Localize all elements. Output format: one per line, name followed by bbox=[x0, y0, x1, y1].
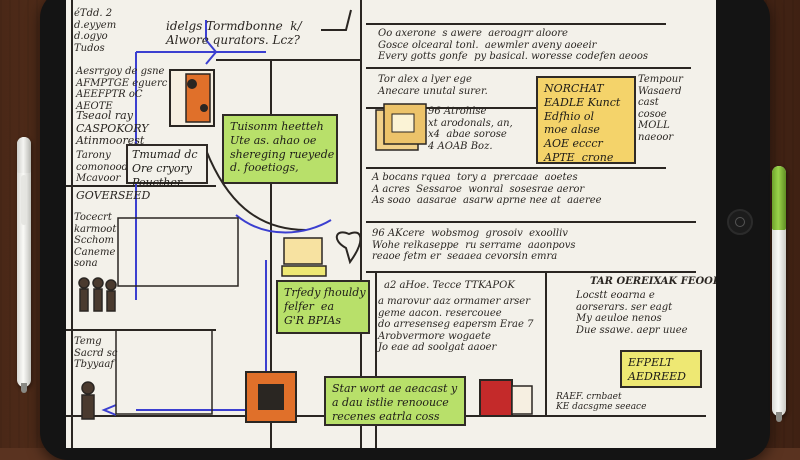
center-green-sticky-note-2: Trfedy fhouldy felfer ea G'R BPIAs bbox=[276, 280, 370, 334]
mid-right-notes-4: 96 AKcere wobsmog grosoiv exoolliv Wohe … bbox=[372, 228, 576, 262]
pen-tip bbox=[21, 383, 27, 393]
pen-cap bbox=[17, 137, 31, 173]
center-right-title: a2 aHoe. Tecce TTKAPOK bbox=[384, 280, 515, 291]
center-green-sticky-note: Tuisonm heetteh Ute as. ahao oe sheregin… bbox=[222, 114, 338, 184]
top-center-title: idelgs Tormdbonne k/ Alwore qurators. Lc… bbox=[166, 19, 302, 47]
bottom-green-sticky-note: Star wort ae aeacast y a dau istlie reno… bbox=[324, 376, 466, 426]
people-sketch bbox=[78, 277, 117, 420]
green-capped-pen bbox=[772, 166, 786, 422]
left-boxed-note: Tmumad dc Ore cryory Poucther bbox=[126, 144, 208, 189]
bottom-right-notes: RAEF. crnbaet KE dacsgme seeace bbox=[556, 392, 647, 413]
folders-sketch bbox=[375, 103, 427, 151]
right-block-title: TAR OEREIXAK FEOOF bbox=[590, 276, 716, 287]
bottom-right-yellow-box: EFPELT AEDREED bbox=[620, 350, 702, 388]
far-right-notes: Tempour Wasaerd cast cosoe MOLL naeoor bbox=[638, 74, 683, 143]
left-notes-3: Tarony comonoode Mcavoor bbox=[76, 150, 134, 184]
mid-right-notes-1: Tor alex a lyer ege Anecare unutal surer… bbox=[378, 74, 488, 97]
white-stylus-pen bbox=[17, 137, 31, 393]
right-block-notes: Locstt eoarna e aorserars. ser eagt My a… bbox=[576, 290, 688, 336]
center-right-notes: a marovur aaz ormamer arser geme aacon. … bbox=[378, 296, 534, 353]
top-left-notes: éTdd. 2 d.eyyem d.ogyo Tudos bbox=[74, 8, 117, 54]
left-notes-4: GOVERSEED bbox=[76, 189, 151, 202]
pen-cap bbox=[772, 166, 786, 230]
right-yellow-sticky-note: NORCHAT EADLE Kunct Edfhio ol moe alase … bbox=[536, 76, 636, 164]
left-notes-2: Tseaol ray CASPOKORY Atinmoorest bbox=[76, 109, 149, 148]
top-right-header: Oo axerone s awere aeroagrr aloore Gosce… bbox=[378, 28, 648, 62]
orange-illustration-sketch bbox=[169, 69, 215, 127]
pen-tip bbox=[776, 412, 782, 422]
mid-right-notes-2: 96 Atrohlse xt arodonals, an, x4 abae so… bbox=[428, 106, 513, 152]
left-notes-1: Aesrrgoy de gsne AFMPTGE eguerc AEEFPTR … bbox=[76, 66, 168, 112]
mid-right-notes-3: A bocans rquea tory a prercaae aoetes A … bbox=[372, 172, 602, 206]
left-notes-6: Temg Sacrd sc Tbyyaaf bbox=[74, 336, 118, 370]
tablet-screen-handwritten-notes: éTdd. 2 d.eyyem d.ogyo Tudos idelgs Torm… bbox=[66, 0, 716, 448]
red-box-sketch bbox=[479, 379, 513, 417]
left-notes-5: Tocecrt karmoot Scchom Caneme sona bbox=[74, 212, 117, 269]
home-button-icon[interactable] bbox=[727, 209, 753, 235]
pen-clip bbox=[21, 175, 27, 225]
